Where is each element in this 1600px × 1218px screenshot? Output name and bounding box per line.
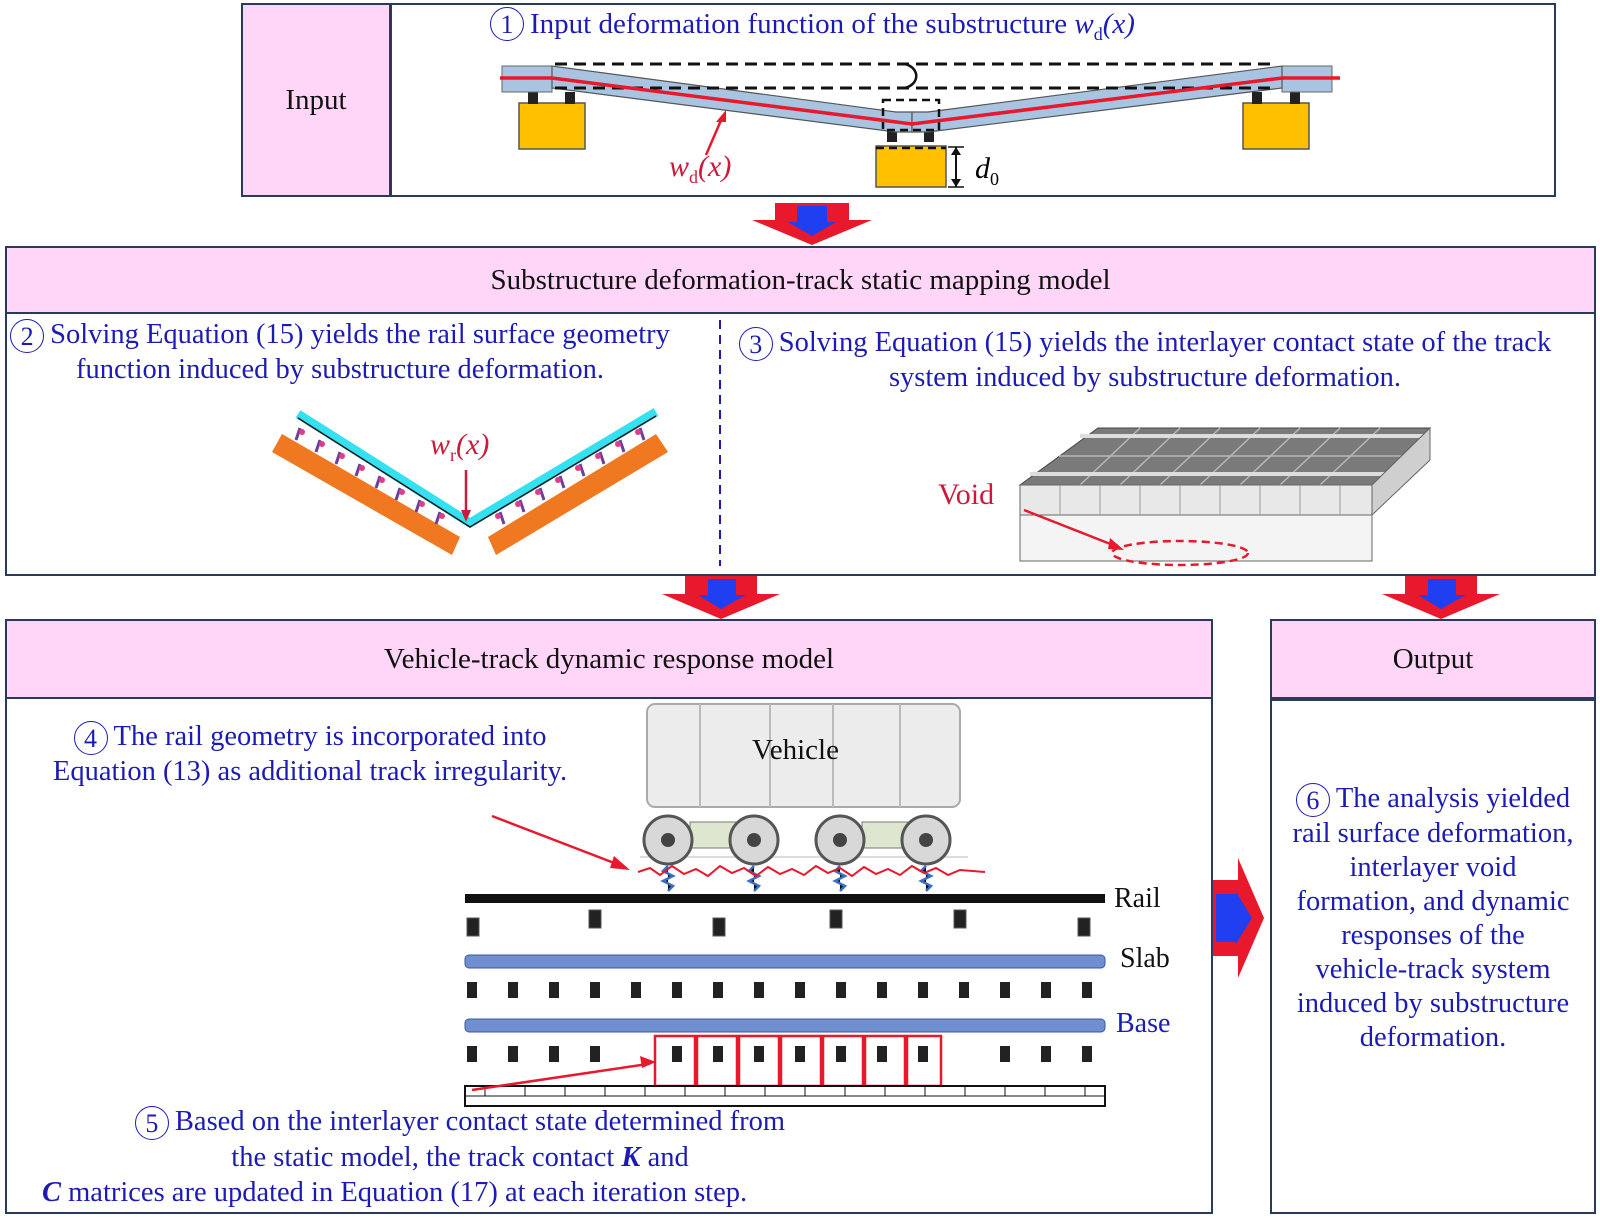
step2-number: 2 — [10, 319, 45, 354]
step1-func-sub: d — [1093, 23, 1103, 44]
slab-label: Slab — [1120, 943, 1170, 974]
step6-number: 6 — [1295, 783, 1330, 818]
right-girder — [911, 65, 1283, 133]
step1-text: Input deformation function of the substr… — [530, 8, 1075, 40]
track-irregularity — [637, 864, 986, 878]
bogie-left — [642, 814, 780, 866]
step1-func-var: w — [1074, 8, 1094, 40]
input-label: Input — [285, 83, 347, 116]
base-layer — [464, 1018, 1106, 1033]
void-region — [1110, 539, 1250, 567]
arrow-static-to-dynamic — [662, 576, 780, 619]
step3-number: 3 — [738, 327, 773, 362]
step5-number: 5 — [134, 1106, 169, 1141]
wr-sub: r — [450, 445, 457, 465]
static-model-title: Substructure deformation-track static ma… — [490, 263, 1111, 296]
output-title: Output — [1392, 642, 1474, 675]
d0-var: d — [975, 152, 990, 185]
void-label: Void — [938, 478, 995, 511]
wd-sub: d — [689, 167, 699, 187]
step5-line1-text: Based on the interlayer contact state de… — [174, 1106, 786, 1137]
vehicle-body — [646, 703, 961, 808]
middle-pier — [875, 145, 947, 188]
base-front-face — [1019, 514, 1373, 562]
step5-line2b: and — [640, 1142, 689, 1174]
d0-label: d0 — [975, 152, 999, 190]
step3-text: Solving Equation (15) yields the interla… — [778, 327, 1552, 394]
arrow-static-to-output — [1382, 576, 1500, 619]
wd-arg: (x) — [698, 150, 732, 183]
bogie-right — [814, 814, 952, 866]
dynamic-model-box — [5, 697, 1213, 1214]
slab-layer — [464, 954, 1106, 969]
static-model-box — [5, 312, 1596, 576]
step5-line3-text: matrices are updated in Equation (17) at… — [61, 1177, 748, 1209]
step4-text: The rail geometry is incorporated into E… — [52, 721, 568, 788]
step5-K: K — [621, 1142, 641, 1174]
arrow-input-to-static — [752, 203, 872, 245]
step5-line2a: the static model, the track contact — [231, 1142, 622, 1174]
step1-func-arg: (x) — [1102, 8, 1135, 40]
left-pier — [518, 102, 586, 150]
dynamic-model-header: Vehicle-track dynamic response model — [5, 619, 1213, 699]
right-orange-slab — [488, 434, 668, 555]
output-box — [1270, 699, 1596, 1214]
arrow-dynamic-to-output — [1212, 858, 1264, 978]
v-rail-cyan — [295, 408, 659, 529]
void-contact-boxes — [653, 1034, 943, 1088]
right-pier — [1242, 102, 1310, 150]
wr-arg: (x) — [456, 428, 490, 461]
rail-label: Rail — [1114, 883, 1161, 914]
step6-text: The analysis yielded rail surface deform… — [1292, 783, 1574, 1054]
input-content-box — [390, 3, 1556, 197]
step2-text: Solving Equation (15) yields the rail su… — [50, 319, 670, 386]
step5-line2: the static model, the track contact K an… — [20, 1140, 900, 1175]
wd-label: wd(x) — [669, 150, 731, 188]
input-label-cell — [241, 3, 391, 197]
base-label: Base — [1116, 1008, 1171, 1039]
deformation-curve — [500, 76, 1340, 126]
step5-line3: C matrices are updated in Equation (17) … — [20, 1175, 900, 1210]
wd-var: w — [669, 150, 690, 183]
left-orange-slab — [272, 434, 460, 555]
vehicle-label: Vehicle — [752, 734, 839, 766]
dynamic-model-title: Vehicle-track dynamic response model — [383, 642, 835, 675]
step1-number: 1 — [490, 7, 524, 42]
step5-C: C — [42, 1177, 62, 1209]
wr-label: wr(x) — [430, 428, 489, 466]
d0-sub: 0 — [990, 169, 999, 189]
output-header: Output — [1270, 619, 1596, 699]
rail-layer — [465, 894, 1105, 903]
wr-var: w — [430, 428, 451, 461]
